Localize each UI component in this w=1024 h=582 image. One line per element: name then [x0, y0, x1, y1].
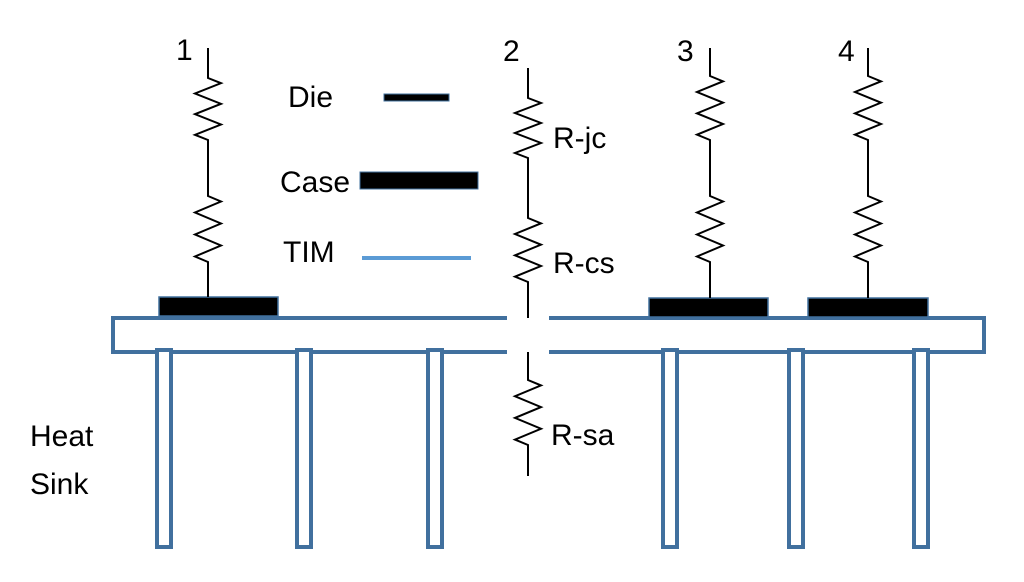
heat-sink-label-line2: Sink — [30, 468, 89, 501]
heat-sink-fin — [912, 348, 930, 549]
heat-sink-fin — [426, 348, 444, 549]
heat-sink-fin — [787, 348, 805, 549]
resistor-chain-2 — [512, 68, 544, 318]
case-3 — [648, 297, 769, 318]
heat-sink-label-line1: Heat — [30, 420, 94, 453]
r-jc-label: R-jc — [553, 122, 606, 155]
resistor-number-1: 1 — [176, 34, 193, 67]
resistor-chains — [192, 48, 884, 476]
heat-sink-fin — [295, 348, 313, 549]
r-cs-label: R-cs — [553, 247, 615, 280]
resistor-number-3: 3 — [677, 35, 694, 68]
heat-sink-fin — [155, 348, 173, 549]
resistor-r-sa — [512, 352, 544, 476]
legend-die-label: Die — [288, 81, 333, 114]
case-1 — [158, 296, 279, 317]
legend-case-swatch — [359, 171, 479, 190]
legend-case-label: Case — [280, 166, 350, 199]
resistor-number-2: 2 — [503, 35, 520, 68]
resistor-number-4: 4 — [838, 35, 855, 68]
case-4 — [807, 297, 929, 318]
heat-sink-base — [111, 316, 986, 354]
heat-sink-fins — [155, 348, 930, 549]
legend-tim-label: TIM — [283, 236, 335, 269]
legend-die-swatch — [383, 93, 450, 102]
heat-sink-fin — [661, 348, 679, 549]
r-sa-label: R-sa — [551, 419, 615, 452]
resistor-chain-3 — [694, 48, 726, 298]
resistor-chain-4 — [852, 48, 884, 298]
resistor-chain-1 — [192, 48, 224, 297]
